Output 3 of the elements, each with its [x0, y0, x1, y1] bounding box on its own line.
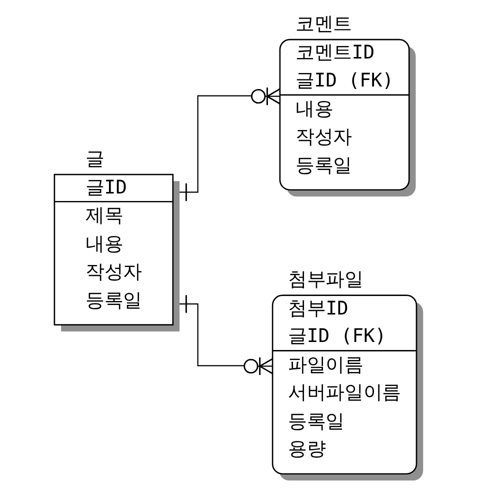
- node-label: 글: [85, 148, 104, 170]
- node-label: 첨부파일: [288, 269, 364, 292]
- node-label: 코멘트: [295, 13, 352, 36]
